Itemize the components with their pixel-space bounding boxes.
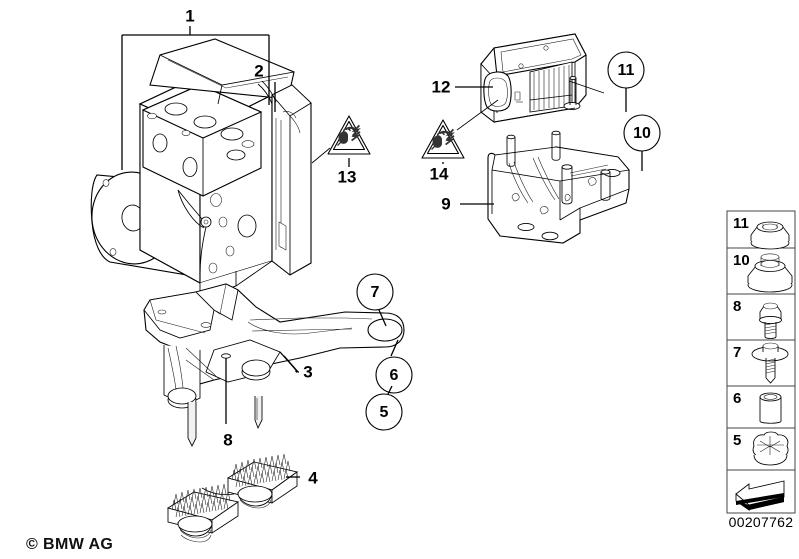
callout-label-1: 1 [185, 6, 194, 25]
collar-screw-icon [751, 342, 789, 384]
dsc-control-unit[interactable] [257, 80, 312, 276]
hex-bolt [187, 396, 263, 447]
callout-label-4: 4 [308, 468, 318, 487]
hex-flange-bolt-icon [759, 302, 782, 339]
bracket-studs [506, 130, 611, 205]
legend-number-8: 8 [733, 298, 741, 315]
legend-number-6: 6 [733, 390, 741, 407]
hydro-unit-assembly[interactable] [86, 38, 312, 299]
callout-6-leader [375, 339, 413, 394]
callout-label-9: 9 [441, 194, 450, 213]
copyright-notice: © BMW AG [26, 536, 113, 553]
legend-number-7: 7 [733, 344, 741, 361]
callout-label-10: 10 [633, 125, 651, 142]
valve-block-ports [177, 189, 257, 277]
part-number: 00207762 [729, 514, 794, 530]
callout-label-2: 2 [254, 61, 263, 80]
callout-11-leader [568, 51, 645, 112]
callout-label-8: 8 [223, 430, 232, 449]
callout-label-7: 7 [371, 284, 380, 301]
callout-label-11: 11 [618, 62, 635, 79]
rubber-mount-spikes-right [231, 453, 291, 488]
legend-number-5: 5 [733, 432, 741, 449]
callout-label-14: 14 [430, 164, 449, 183]
flange-nut-icon [750, 221, 790, 250]
legend-table[interactable]: 11 10 8 [726, 210, 796, 514]
sensor-bracket[interactable] [487, 130, 630, 244]
callout-label-3: 3 [303, 362, 312, 381]
bracket-lower[interactable] [143, 283, 405, 409]
legend-number-11: 11 [733, 215, 749, 232]
callout-5-leader [365, 385, 403, 431]
yaw-rate-sensor[interactable] [480, 33, 587, 123]
callout-label-13: 13 [338, 167, 357, 186]
esd-warning-2 [421, 99, 499, 164]
valve-body-upper [141, 84, 263, 197]
rubber-mount-spikes-left [171, 483, 231, 518]
callout-1-leader [121, 26, 270, 170]
esd-warning-1 [311, 115, 371, 167]
sensor-fins [529, 61, 573, 113]
rubber-mount[interactable] [166, 453, 299, 543]
callout-label-6: 6 [390, 367, 399, 384]
callout-10-leader [623, 114, 661, 171]
callout-label-5: 5 [380, 404, 389, 421]
flange-collar-nut-icon [747, 253, 793, 293]
rubber-grommet-icon [752, 431, 789, 466]
spacer-sleeve-icon [759, 392, 782, 424]
legend-number-10: 10 [733, 252, 750, 269]
callout-label-12: 12 [432, 77, 451, 96]
direction-arrow-icon [735, 480, 785, 512]
callout-7-leader [356, 273, 394, 327]
callout-3-leader [279, 351, 299, 373]
